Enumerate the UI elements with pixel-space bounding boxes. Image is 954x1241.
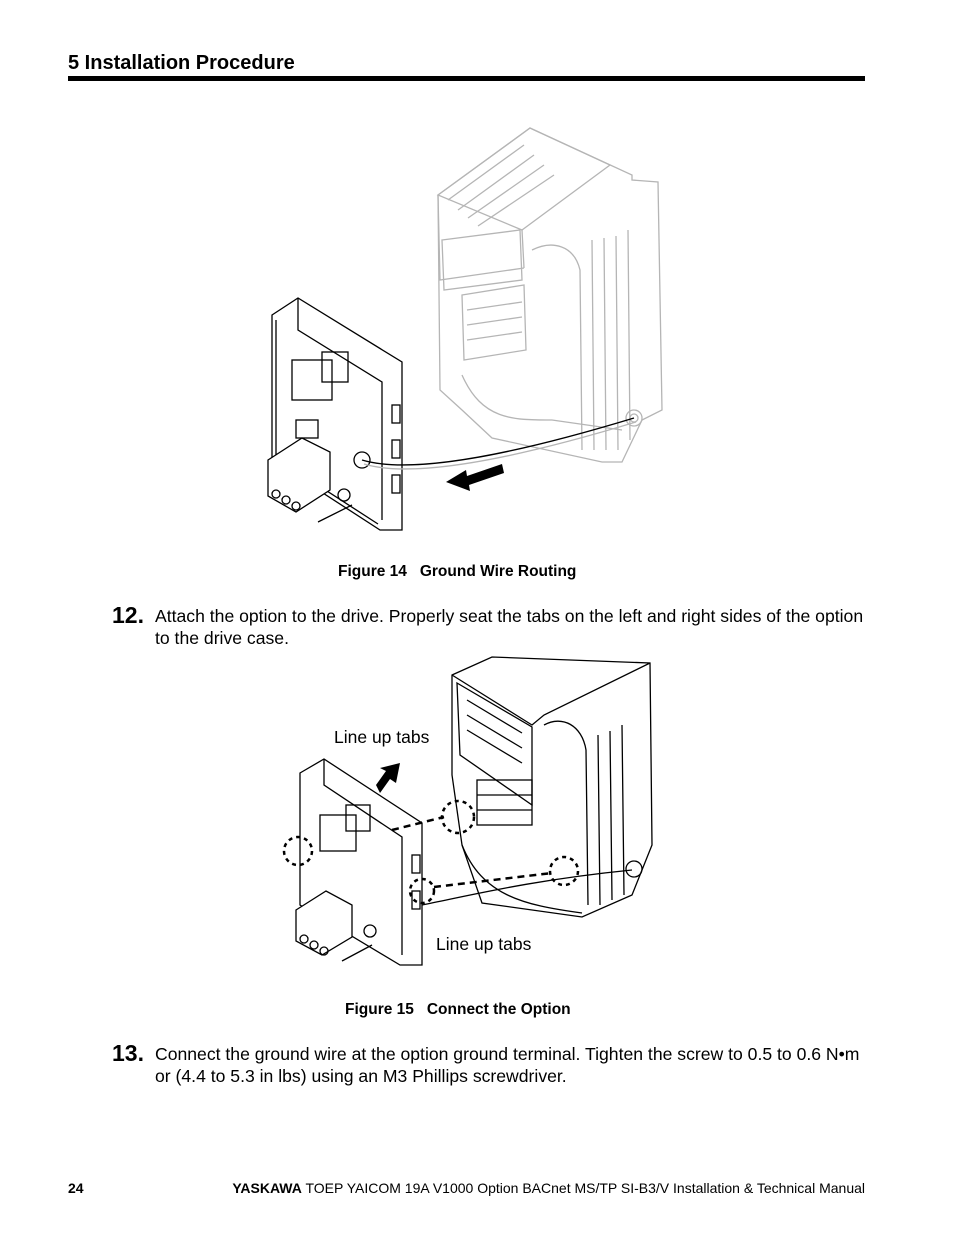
section-title: 5 Installation Procedure: [68, 52, 295, 74]
attach-arrow: [376, 763, 400, 793]
routing-arrow: [446, 464, 504, 491]
figure-14-illustration: [267, 127, 663, 531]
footer-manual-title: YASKAWA TOEP YAICOM 19A V1000 Option BAC…: [232, 1180, 865, 1196]
step-13-text: Connect the ground wire at the option gr…: [155, 1044, 860, 1086]
step-13-number: 13.: [112, 1040, 144, 1066]
option-board: [267, 297, 403, 531]
page-number: 24: [68, 1180, 84, 1196]
step-12-number: 12.: [112, 602, 144, 628]
ground-wire: [361, 417, 635, 466]
figure-14-caption: Figure 14 Ground Wire Routing: [338, 563, 576, 581]
figure-15-illustration: [282, 656, 653, 966]
tab-alignment-markers: [282, 799, 580, 905]
drive-body-fig15: [451, 656, 653, 918]
figure-15-title: Connect the Option: [426, 1001, 571, 1018]
drive-body: [436, 127, 663, 463]
footer-title-text: TOEP YAICOM 19A V1000 Option BACnet MS/T…: [305, 1180, 865, 1196]
callout-line-up-tabs-bottom: Line up tabs: [436, 934, 532, 954]
callout-line-up-tabs-top: Line up tabs: [334, 727, 430, 747]
section-rule: [68, 76, 865, 81]
option-board-fig15: [295, 758, 423, 966]
figure-14-number: Figure 14: [338, 563, 407, 580]
figure-15-caption: Figure 15 Connect the Option: [345, 1001, 571, 1019]
step-12-text: Attach the option to the drive. Properly…: [155, 606, 864, 648]
figure-14-title: Ground Wire Routing: [419, 563, 577, 580]
figure-15-number: Figure 15: [345, 1001, 414, 1018]
footer-brand: YASKAWA: [232, 1180, 302, 1196]
